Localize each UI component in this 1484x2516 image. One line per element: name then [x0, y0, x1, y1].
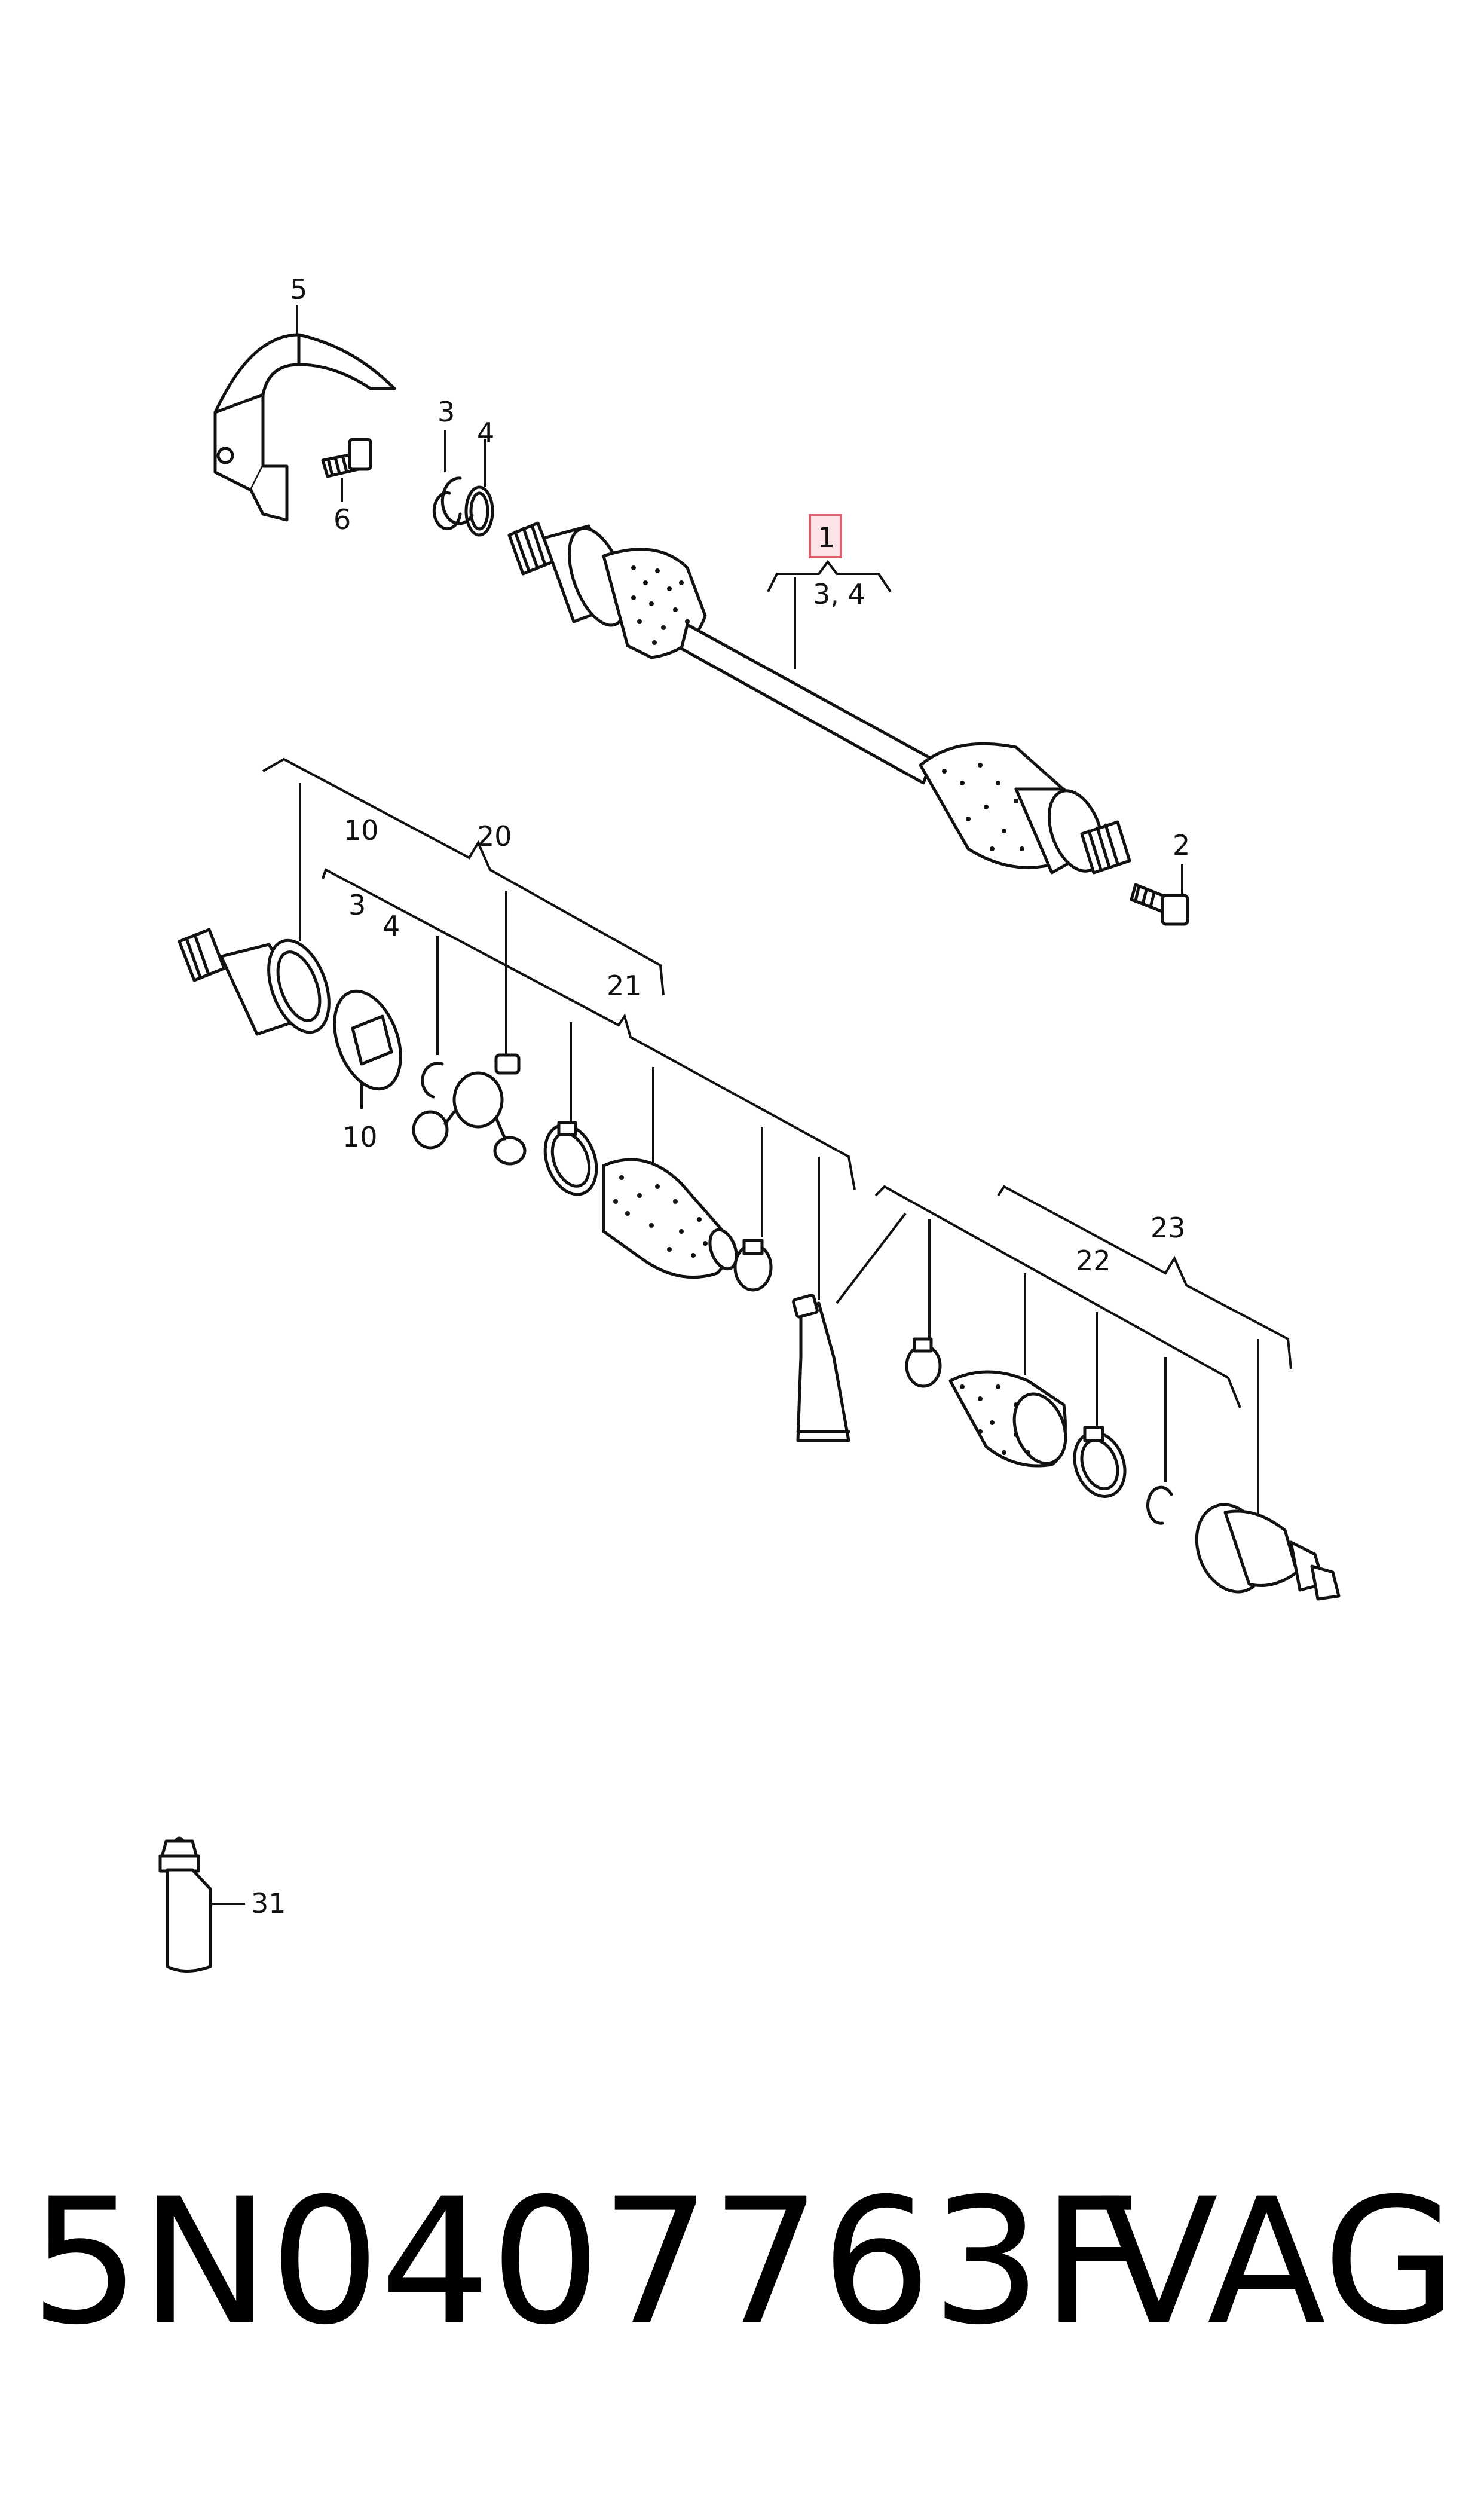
- ring-part-4: [464, 439, 494, 537]
- callout-5: 5: [290, 273, 307, 305]
- circlip-part-3: [432, 430, 474, 531]
- callout-22: 22: [1076, 1245, 1111, 1277]
- circlip-small: [421, 1062, 444, 1099]
- bolt-part-6: [321, 438, 372, 502]
- callout-4-lower: 4: [383, 910, 400, 942]
- heat-shield-part: [213, 305, 396, 522]
- inner-boot-part: [602, 1158, 738, 1279]
- drive-shaft-assembly: [507, 521, 1131, 875]
- outer-joint-part-23: [1195, 1503, 1341, 1601]
- clamp-small-right: [905, 1337, 942, 1388]
- flange-part-10: [333, 989, 402, 1109]
- callout-3-lower: 3: [348, 889, 366, 921]
- callout-3-4: 3, 4: [813, 578, 865, 610]
- callout-3: 3: [437, 396, 455, 428]
- callout-6: 6: [333, 503, 351, 536]
- bottle-part-31: [158, 1836, 245, 1973]
- clamp-left: [543, 1121, 598, 1196]
- callout-21: 21: [607, 970, 642, 1002]
- callout-bracket-1: [767, 514, 892, 669]
- clamp-large-right: [1073, 1426, 1127, 1498]
- group-brackets: [262, 757, 1292, 1518]
- joint-housing-part: [178, 928, 331, 1036]
- clamp-small-left: [733, 1239, 773, 1292]
- callout-10-top: 10: [344, 814, 379, 846]
- callout-2: 2: [1173, 829, 1190, 861]
- callout-4: 4: [477, 417, 494, 449]
- circlip-right: [1146, 1485, 1173, 1525]
- callout-31: 31: [251, 1887, 286, 1919]
- tripod-part-20: [412, 1053, 527, 1166]
- brand-label: VAG: [1100, 2162, 1457, 2363]
- callout-20: 20: [477, 820, 512, 852]
- grease-tube-part: [792, 1294, 850, 1442]
- callout-23: 23: [1151, 1212, 1186, 1244]
- bolt-part-2: [1130, 864, 1189, 926]
- callout-1: 1: [818, 521, 835, 554]
- part-number: 5N0407763F: [30, 2162, 1142, 2363]
- highlight-box: [809, 514, 842, 558]
- outer-boot-part: [948, 1370, 1067, 1468]
- callout-10-bottom: 10: [342, 1121, 378, 1153]
